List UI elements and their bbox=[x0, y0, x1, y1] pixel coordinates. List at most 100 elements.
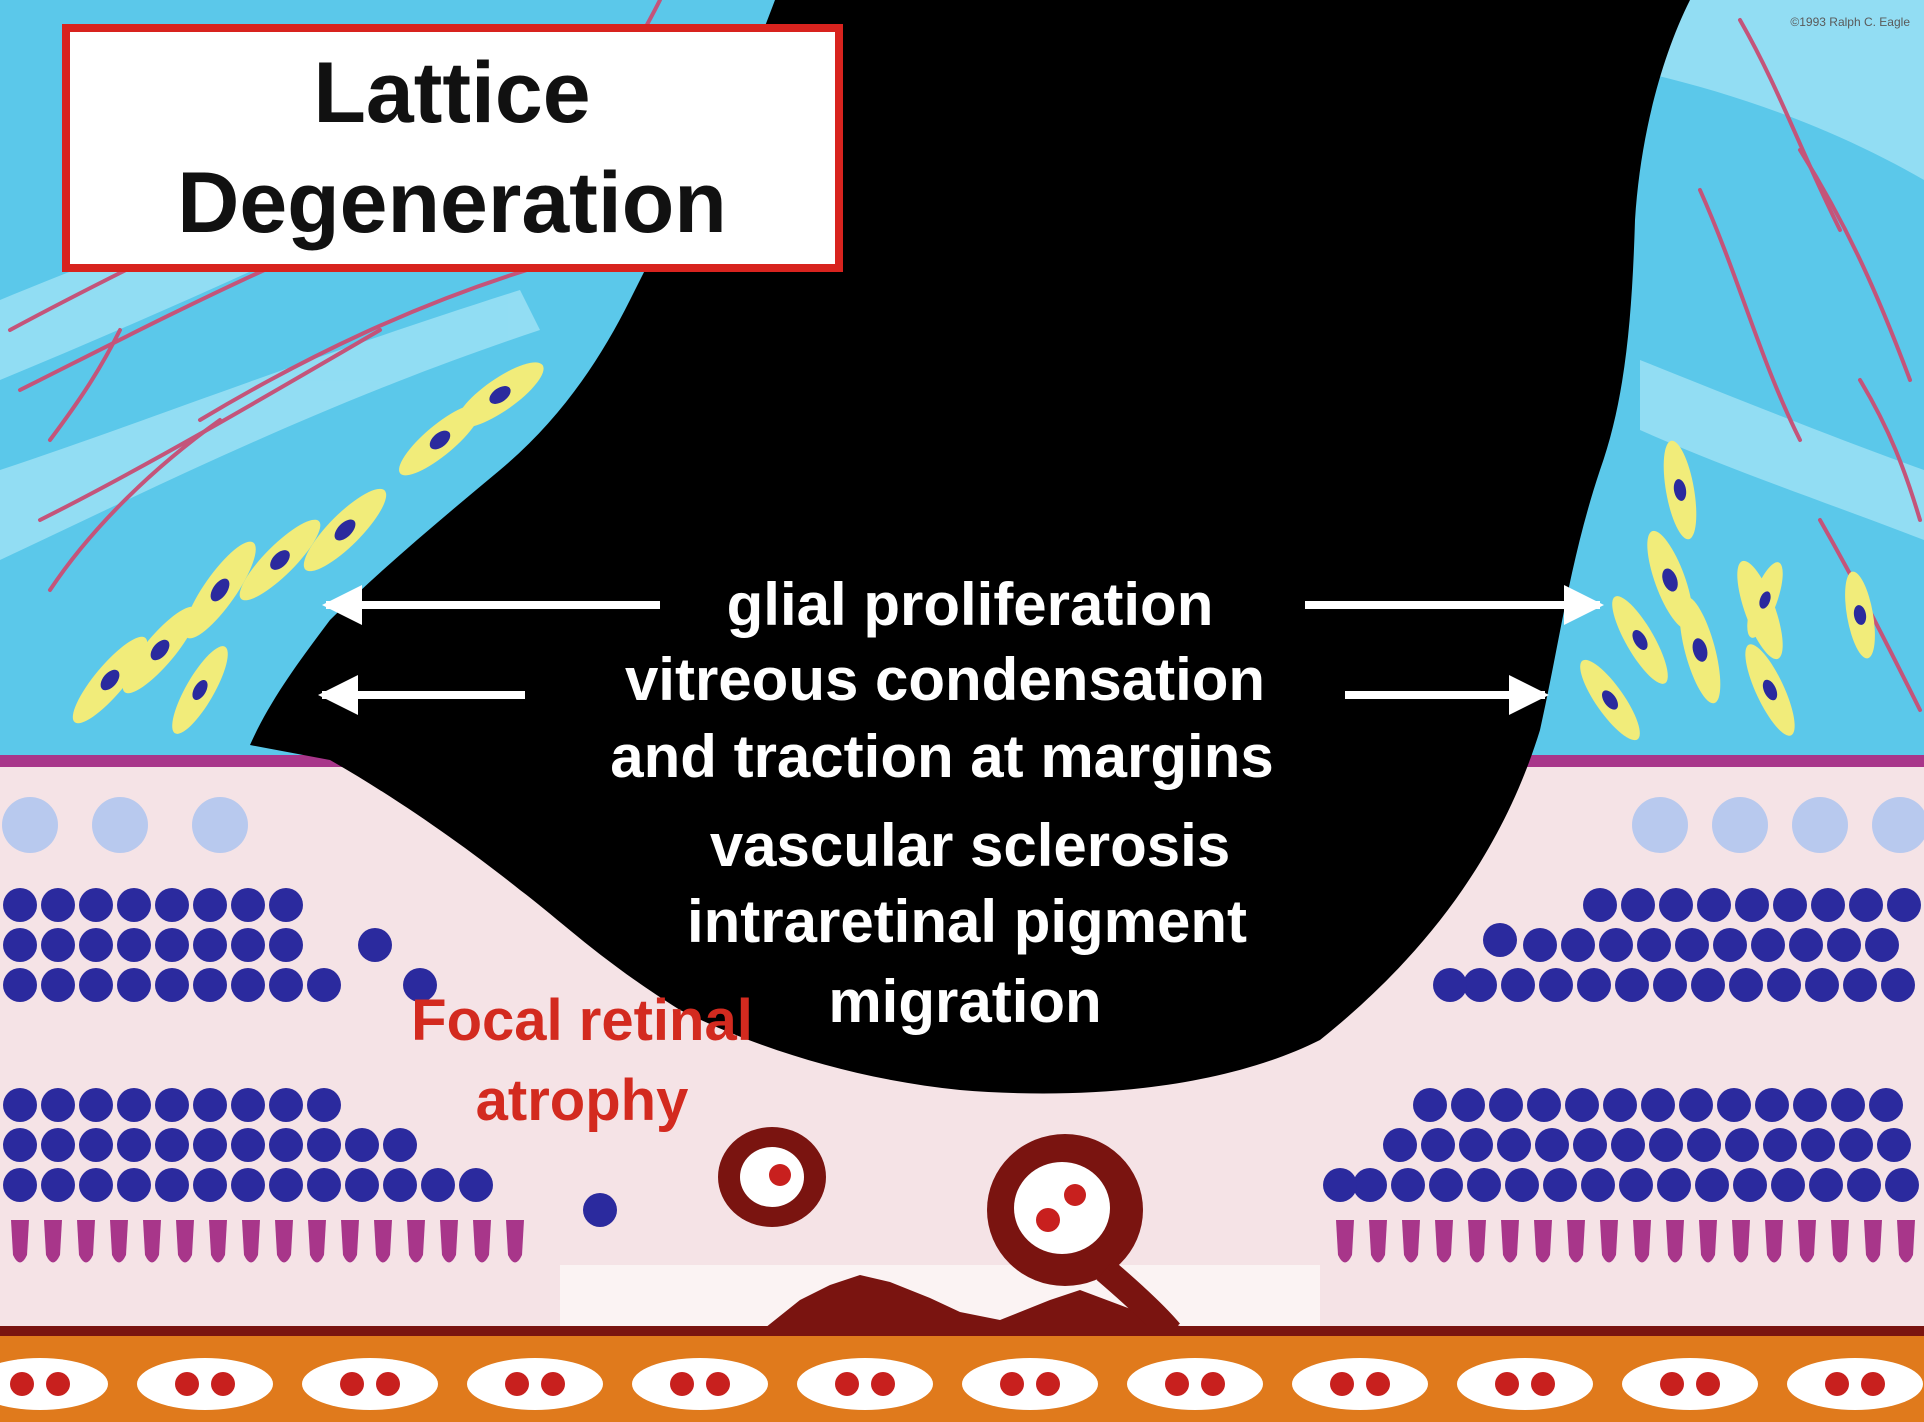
nucleus bbox=[269, 1128, 303, 1162]
rpe-nucleus bbox=[835, 1372, 859, 1396]
rpe-nucleus bbox=[1036, 1372, 1060, 1396]
rpe-nucleus bbox=[541, 1372, 565, 1396]
label-atrophy: atrophy bbox=[476, 1068, 689, 1133]
nucleus bbox=[1583, 888, 1617, 922]
photoreceptor bbox=[1798, 1220, 1816, 1263]
nucleus bbox=[1771, 1168, 1805, 1202]
photoreceptor bbox=[1732, 1220, 1750, 1263]
nucleus bbox=[155, 888, 189, 922]
rpe-nucleus bbox=[1696, 1372, 1720, 1396]
rpe-nucleus bbox=[670, 1372, 694, 1396]
nucleus bbox=[307, 968, 341, 1002]
title-line-1: Lattice bbox=[313, 45, 590, 141]
nucleus bbox=[1577, 968, 1611, 1002]
photoreceptor bbox=[407, 1220, 425, 1263]
label-focal-retinal: Focal retinal bbox=[411, 988, 753, 1053]
sclerotic-vessel-small bbox=[718, 1127, 826, 1227]
nucleus bbox=[1717, 1088, 1751, 1122]
nucleus bbox=[1383, 1128, 1417, 1162]
nucleus bbox=[41, 888, 75, 922]
nucleus bbox=[3, 1168, 37, 1202]
nucleus bbox=[1539, 968, 1573, 1002]
nucleus bbox=[155, 1168, 189, 1202]
nucleus bbox=[117, 968, 151, 1002]
nucleus bbox=[1433, 968, 1467, 1002]
nucleus bbox=[1827, 928, 1861, 962]
photoreceptor bbox=[1864, 1220, 1882, 1263]
nucleus bbox=[345, 1168, 379, 1202]
nucleus bbox=[1599, 928, 1633, 962]
nucleus bbox=[269, 1168, 303, 1202]
nucleus bbox=[1729, 968, 1763, 1002]
nucleus bbox=[1653, 968, 1687, 1002]
bruchs-membrane bbox=[0, 1326, 1924, 1336]
nucleus bbox=[269, 1088, 303, 1122]
photoreceptor bbox=[1831, 1220, 1849, 1263]
pigment-migration-mound bbox=[760, 1275, 1200, 1332]
rpe-nucleus bbox=[175, 1372, 199, 1396]
rpe-nucleus bbox=[1660, 1372, 1684, 1396]
photoreceptor bbox=[1567, 1220, 1585, 1263]
photoreceptor bbox=[242, 1220, 260, 1263]
rpe-cell bbox=[632, 1358, 768, 1410]
nucleus bbox=[1885, 1168, 1919, 1202]
nucleus bbox=[1421, 1128, 1455, 1162]
nucleus bbox=[1831, 1088, 1865, 1122]
nucleus bbox=[3, 1088, 37, 1122]
rpe-cell bbox=[467, 1358, 603, 1410]
nucleus bbox=[269, 928, 303, 962]
nucleus bbox=[1429, 1168, 1463, 1202]
nucleus bbox=[79, 1168, 113, 1202]
photoreceptor bbox=[110, 1220, 128, 1263]
nucleus bbox=[1687, 1128, 1721, 1162]
label-migration: migration bbox=[828, 968, 1101, 1035]
photoreceptor bbox=[1699, 1220, 1717, 1263]
nucleus bbox=[1763, 1128, 1797, 1162]
nucleus bbox=[459, 1168, 493, 1202]
nucleus bbox=[79, 888, 113, 922]
nucleus bbox=[383, 1168, 417, 1202]
rpe-cell bbox=[1292, 1358, 1428, 1410]
glial-cells-left bbox=[72, 362, 544, 734]
nucleus bbox=[231, 1168, 265, 1202]
nucleus bbox=[41, 968, 75, 1002]
nucleus bbox=[155, 968, 189, 1002]
nucleus bbox=[155, 1088, 189, 1122]
nucleus bbox=[1451, 1088, 1485, 1122]
nucleus bbox=[1459, 1128, 1493, 1162]
nucleus bbox=[1809, 1168, 1843, 1202]
nucleus bbox=[1801, 1128, 1835, 1162]
rpe-cell bbox=[1457, 1358, 1593, 1410]
nucleus bbox=[1811, 888, 1845, 922]
rpe-cell bbox=[1127, 1358, 1263, 1410]
nucleus bbox=[1565, 1088, 1599, 1122]
nucleus bbox=[1725, 1128, 1759, 1162]
nucleus bbox=[1679, 1088, 1713, 1122]
nucleus bbox=[1497, 1128, 1531, 1162]
nucleus bbox=[1691, 968, 1725, 1002]
nucleus bbox=[1561, 928, 1595, 962]
photoreceptor bbox=[440, 1220, 458, 1263]
nucleus bbox=[231, 1088, 265, 1122]
nucleus bbox=[117, 888, 151, 922]
nucleus bbox=[1695, 1168, 1729, 1202]
photoreceptor bbox=[1666, 1220, 1684, 1263]
nucleus bbox=[1535, 1128, 1569, 1162]
nucleus bbox=[421, 1168, 455, 1202]
nucleus bbox=[269, 888, 303, 922]
nucleus bbox=[3, 1128, 37, 1162]
rpe-cell bbox=[1622, 1358, 1758, 1410]
nucleus bbox=[1353, 1168, 1387, 1202]
label-intraretinal-pigment: intraretinal pigment bbox=[687, 888, 1247, 955]
photoreceptor-layer bbox=[11, 1220, 1915, 1263]
nucleus bbox=[231, 968, 265, 1002]
rpe-nucleus bbox=[871, 1372, 895, 1396]
nucleus bbox=[1839, 1128, 1873, 1162]
photoreceptor bbox=[77, 1220, 95, 1263]
nucleus bbox=[1881, 968, 1915, 1002]
nucleus bbox=[1751, 928, 1785, 962]
nucleus bbox=[79, 968, 113, 1002]
label-vascular-sclerosis: vascular sclerosis bbox=[710, 812, 1230, 879]
